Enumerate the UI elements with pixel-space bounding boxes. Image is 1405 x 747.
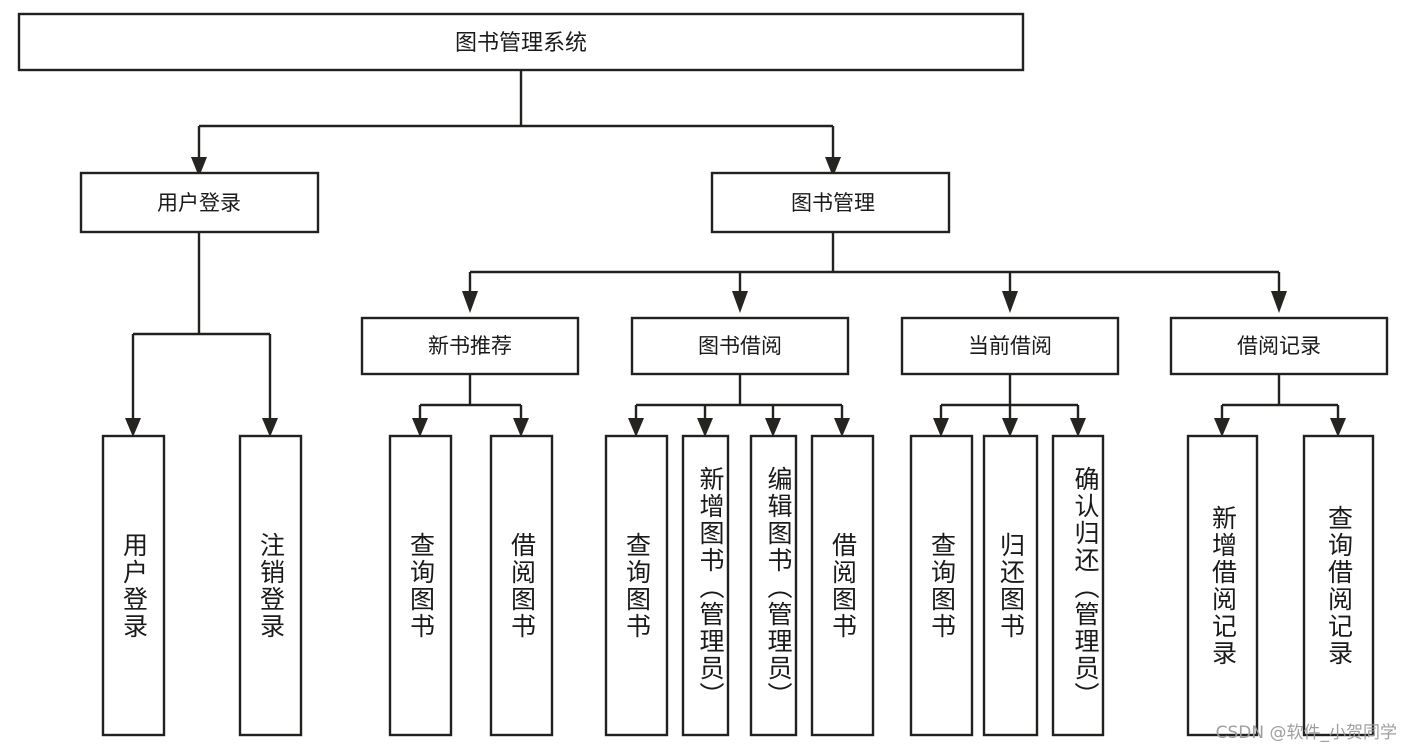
node-book-borrow-box[interactable] [630,316,850,376]
node-user-login-box[interactable] [79,171,320,234]
leaf-box-query-borrow-record[interactable] [1302,434,1375,737]
connector-book-manage-bus [468,232,1281,292]
arrowhead-icon [765,418,781,437]
arrowhead-icon [933,418,949,437]
leaf-box-confirm-return[interactable] [1051,434,1105,737]
arrowhead-icon [1002,291,1018,313]
leaf-box-user-login[interactable] [101,434,166,737]
leaf-box-return-book[interactable] [982,434,1039,737]
arrowhead-icon [1070,418,1086,437]
connector-borrow-record-bus [1220,375,1340,420]
node-current-borrow-label: 当前借阅 [968,334,1052,358]
leaf-box-query-book-3[interactable] [909,434,974,737]
node-new-book-recommend-box[interactable] [360,316,580,376]
leaf-box-add-book-admin[interactable] [681,434,730,737]
connector-group [131,70,1340,420]
arrowhead-icon [1214,418,1230,437]
arrowhead-icon [191,157,207,177]
node-user-login-label: 用户登录 [157,191,241,215]
node-current-borrow-box[interactable] [900,316,1120,376]
arrowhead-icon [628,418,644,437]
arrowhead-icon [262,418,278,437]
node-root[interactable]: 图书管理系统 [17,12,1025,72]
node-user-login[interactable]: 用户登录 [79,171,320,234]
leaf-box-borrow-book-2[interactable] [810,434,875,737]
leaf-box-add-borrow-record[interactable] [1186,434,1259,737]
connector-book-borrow-bus [634,375,844,420]
arrowhead-icon [462,291,478,313]
arrowhead-icon [825,157,841,177]
arrowhead-icon [697,418,713,437]
arrowhead-icon [1330,418,1346,437]
arrowhead-icon [513,418,529,437]
leaf-box-query-book-1[interactable] [388,434,453,737]
node-root-box[interactable] [17,12,1025,72]
leaf-box-logout-login[interactable] [238,434,303,737]
node-borrow-record-box[interactable] [1169,316,1389,376]
connector-root-bus [197,70,835,158]
node-new-book-recommend-label: 新书推荐 [428,334,512,358]
arrowhead-icon [125,418,141,437]
connector-current-borrow-bus [939,375,1080,420]
node-borrow-record-label: 借阅记录 [1237,334,1321,358]
node-book-manage-label: 图书管理 [791,191,875,215]
arrowhead-icon [732,291,748,313]
node-root-label: 图书管理系统 [455,31,587,56]
node-new-book-recommend[interactable]: 新书推荐 [360,316,580,376]
watermark-text: CSDN @软件_小贺同学 [1215,723,1397,743]
arrowhead-icon [412,418,428,437]
leaf-box-borrow-book-1[interactable] [489,434,554,737]
node-borrow-record[interactable]: 借阅记录 [1169,316,1389,376]
connector-user-login-bus [131,232,272,420]
leaf-box-edit-book-admin[interactable] [749,434,798,737]
node-book-borrow-label: 图书借阅 [698,334,782,358]
leaf-box-query-book-2[interactable] [604,434,669,737]
node-book-manage-box[interactable] [710,171,951,234]
node-current-borrow[interactable]: 当前借阅 [900,316,1120,376]
arrowhead-icon [1271,291,1287,313]
arrowhead-icon [834,418,850,437]
connector-new-book-bus [418,375,523,420]
arrowhead-icon [1002,418,1018,437]
leaf-box-group [101,434,1375,737]
node-book-manage[interactable]: 图书管理 [710,171,951,234]
arrowhead-group [125,157,1346,437]
node-book-borrow[interactable]: 图书借阅 [630,316,850,376]
